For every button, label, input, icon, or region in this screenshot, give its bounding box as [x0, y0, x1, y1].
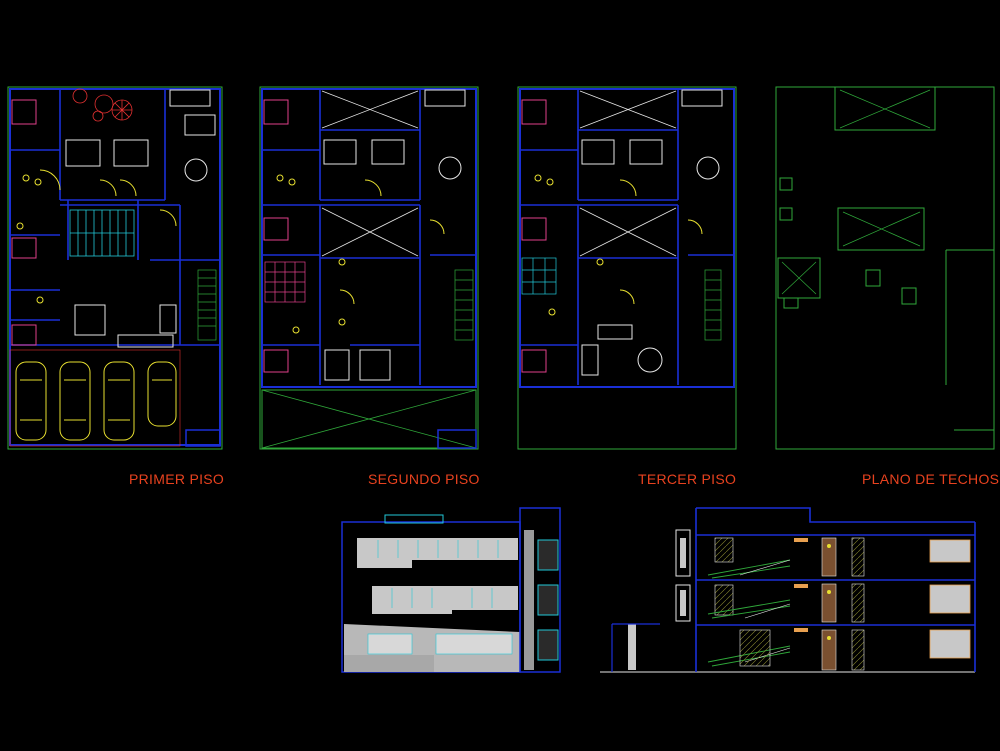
plan-primer-piso [7, 86, 223, 450]
plan-segundo-piso [259, 86, 479, 450]
building-section [600, 507, 976, 673]
label-segundo-piso: SEGUNDO PISO [368, 471, 480, 487]
plan-techos [775, 86, 995, 450]
plan-tercer-piso [517, 86, 737, 450]
label-primer-piso: PRIMER PISO [129, 471, 225, 487]
front-elevation [341, 507, 561, 673]
label-plano-de-techos: PLANO DE TECHOS [862, 471, 1000, 487]
label-tercer-piso: TERCER PISO [638, 471, 737, 487]
